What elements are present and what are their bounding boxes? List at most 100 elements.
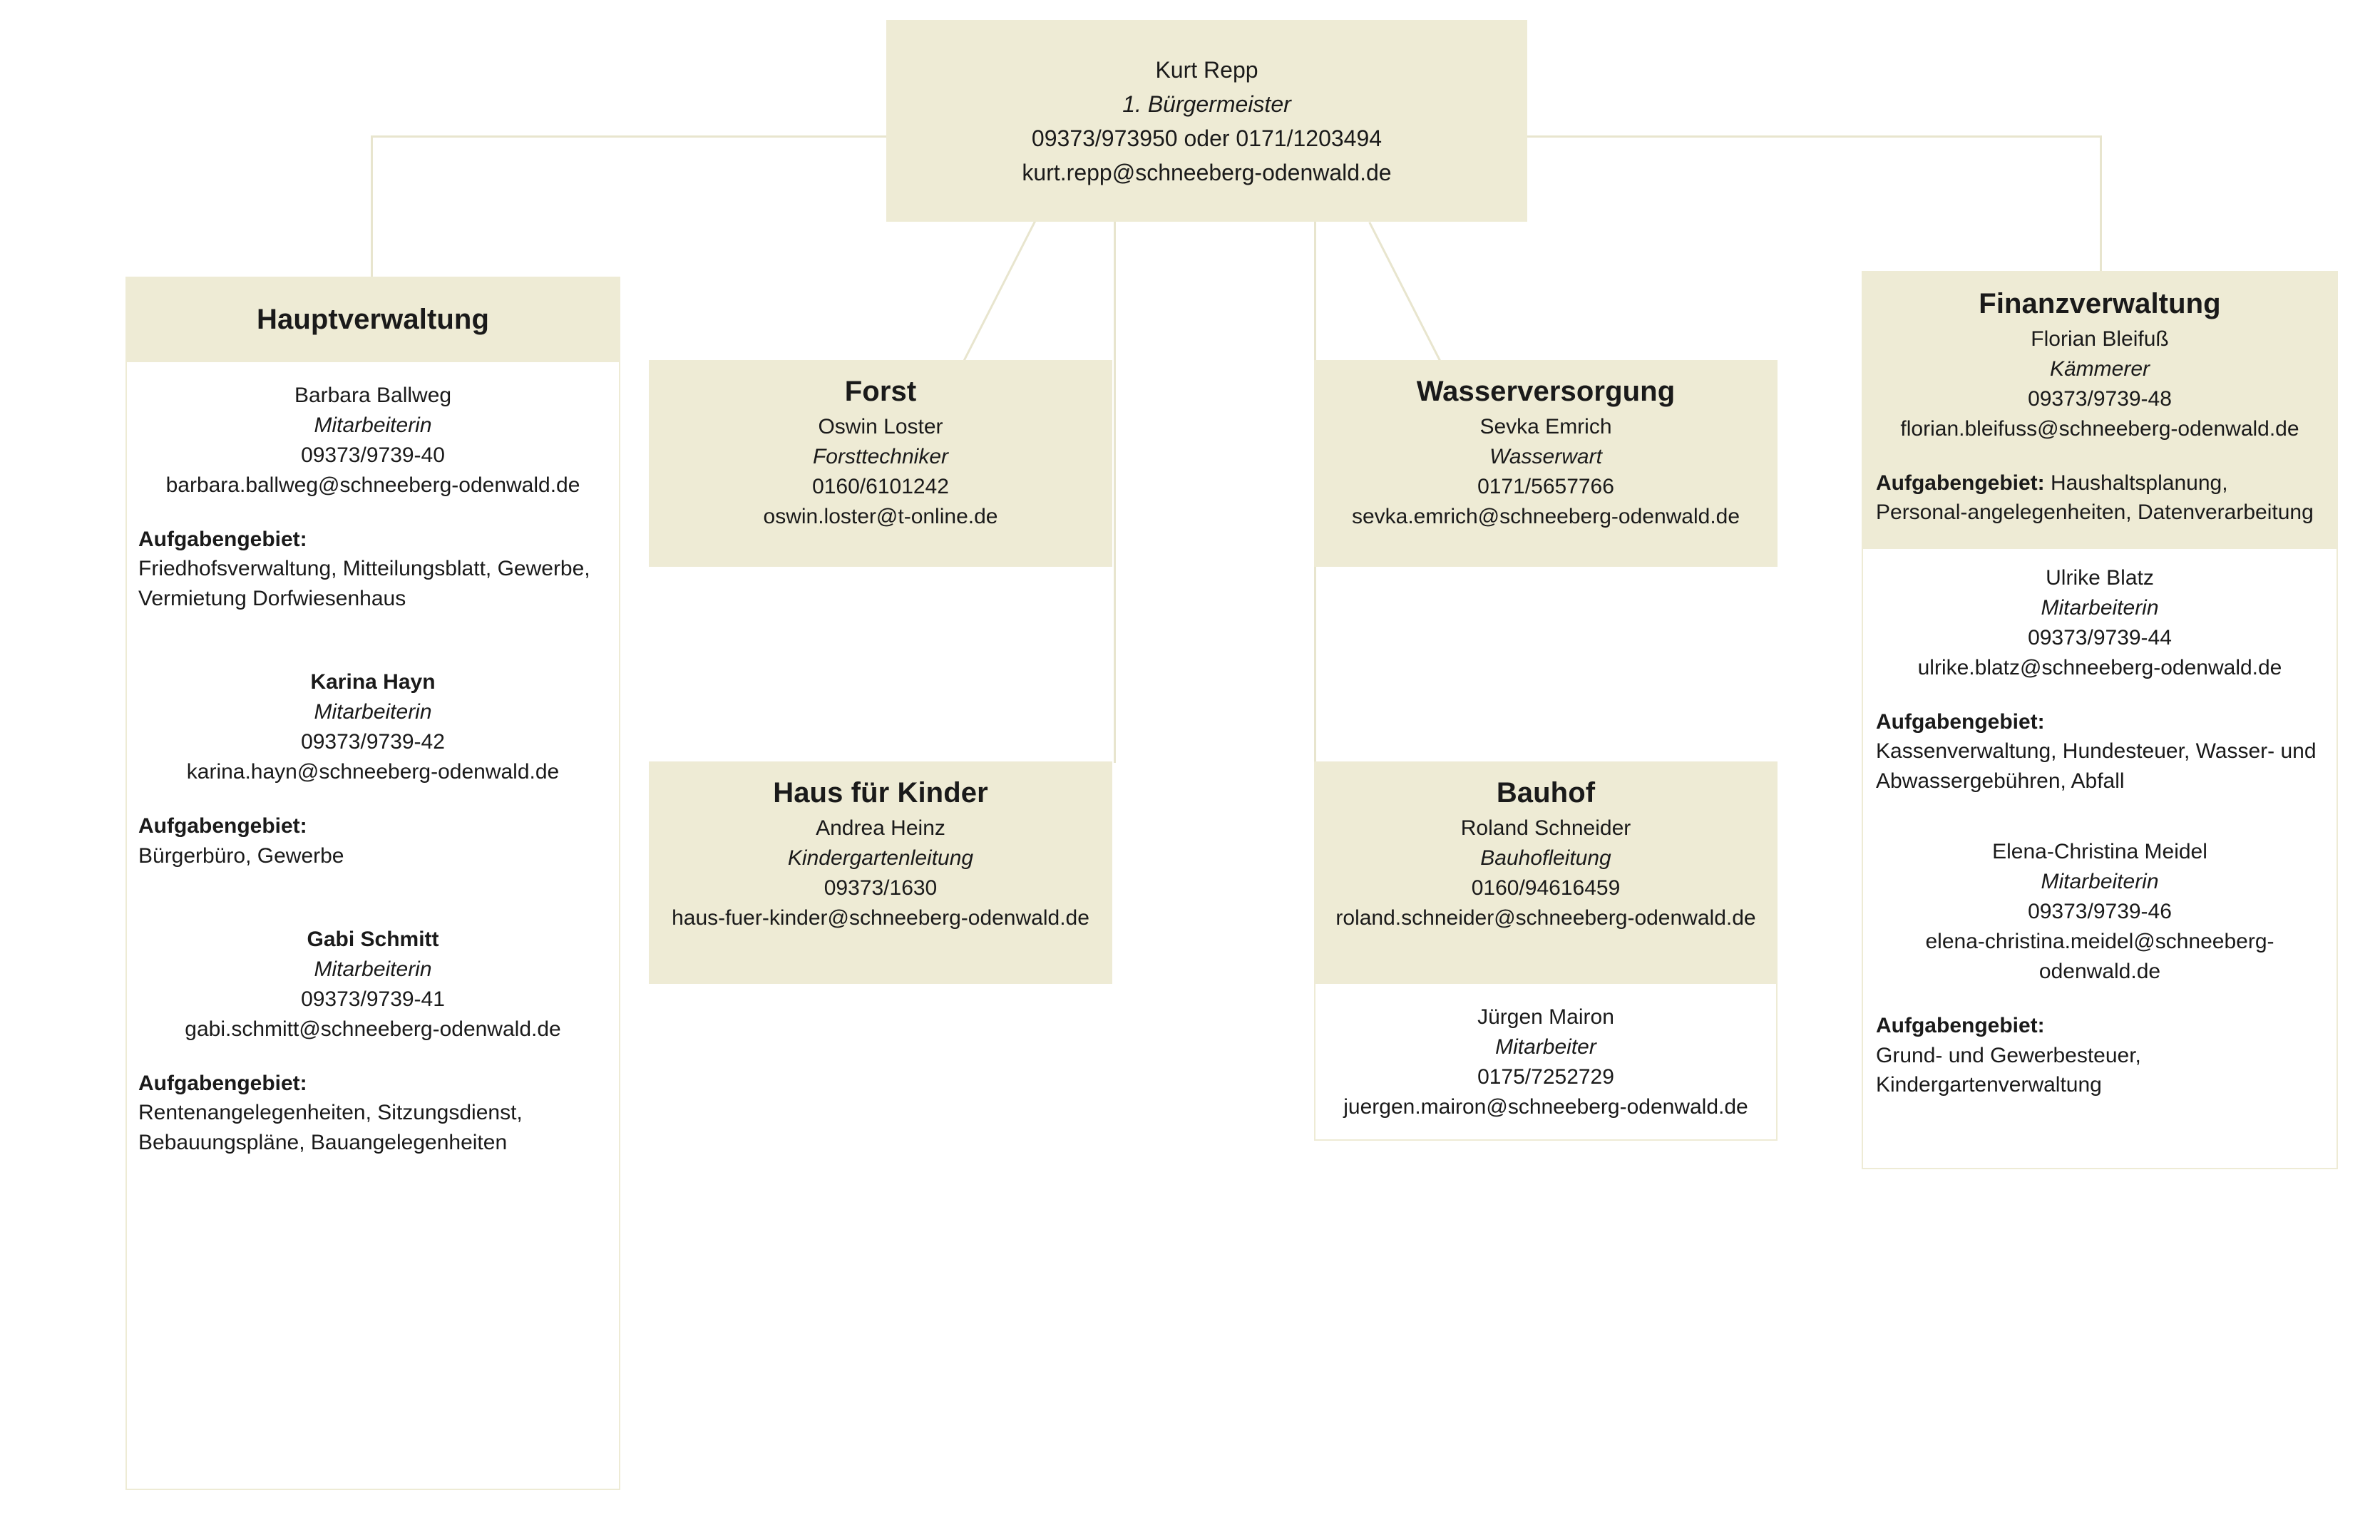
person-entry: Gabi Schmitt Mitarbeiterin 09373/9739-41… <box>138 925 607 1157</box>
mayor-name: Kurt Repp <box>1155 56 1258 83</box>
person-phone: 0160/94616459 <box>1471 876 1621 900</box>
person-role: Mitarbeiterin <box>2041 596 2159 620</box>
hauptverwaltung-content: Barbara Ballweg Mitarbeiterin 09373/9739… <box>125 362 620 1157</box>
connector-rail-left <box>371 135 888 138</box>
node-hauptverwaltung[interactable] <box>125 277 620 1490</box>
person-email: ulrike.blatz@schneeberg-odenwald.de <box>1917 656 2282 679</box>
connector-rail-right <box>1525 135 2102 138</box>
person-tasks: Aufgabengebiet: Bürgerbüro, Gewerbe <box>138 811 607 871</box>
node-forst[interactable]: Forst Oswin Loster Forsttechniker 0160/6… <box>649 360 1112 567</box>
person-name: Roland Schneider <box>1460 816 1631 840</box>
person-email: gabi.schmitt@schneeberg-odenwald.de <box>185 1017 561 1041</box>
person-name: Andrea Heinz <box>816 816 945 840</box>
person-entry: Ulrike Blatz Mitarbeiterin 09373/9739-44… <box>1876 563 2324 796</box>
person-role: Mitarbeiterin <box>314 957 432 981</box>
task-text: Bürgerbüro, Gewerbe <box>138 843 344 868</box>
person-email: sevka.emrich@schneeberg-odenwald.de <box>1351 505 1740 528</box>
person-tasks: Aufgabengebiet: Grund- und Gewerbesteuer… <box>1876 1011 2324 1099</box>
person-email: roland.schneider@schneeberg-odenwald.de <box>1335 906 1756 930</box>
mayor-role: 1. Bürgermeister <box>1122 91 1291 117</box>
person-entry: Jürgen Mairon Mitarbeiter 0175/7252729 j… <box>1325 1002 1766 1122</box>
wasserversorgung-title: Wasserversorgung <box>1416 376 1676 407</box>
person-name: Karina Hayn <box>310 670 436 694</box>
task-label: Aufgabengebiet: <box>1876 710 2045 734</box>
bauhof-title: Bauhof <box>1496 777 1596 808</box>
person-phone: 09373/9739-48 <box>2028 387 2172 411</box>
person-entry: Roland Schneider Bauhofleitung 0160/9461… <box>1323 813 1769 933</box>
person-role: Forsttechniker <box>812 445 949 468</box>
task-text: Rentenangelegenheiten, Sitzungsdienst, B… <box>138 1101 523 1154</box>
task-text: Haushaltsplanung, Personal-angelegenheit… <box>1876 471 2314 525</box>
person-entry: Elena-Christina Meidel Mitarbeiterin 093… <box>1876 837 2324 1099</box>
node-bauhof[interactable]: Bauhof Roland Schneider Bauhofleitung 01… <box>1314 761 1778 984</box>
person-name: Florian Bleifuß <box>2031 327 2169 351</box>
person-phone: 09373/9739-40 <box>301 443 445 467</box>
person-role: Bauhofleitung <box>1480 846 1611 870</box>
task-text: Kassenverwaltung, Hundesteuer, Wasser- u… <box>1876 739 2317 793</box>
person-name: Barbara Ballweg <box>294 384 452 407</box>
person-entry: Florian Bleifuß Kämmerer 09373/9739-48 f… <box>1876 324 2324 528</box>
mayor-email: kurt.repp@schneeberg-odenwald.de <box>1022 159 1392 185</box>
person-phone: 09373/1630 <box>824 876 938 900</box>
mayor-phone: 09373/973950 oder 0171/1203494 <box>1031 125 1383 151</box>
person-phone: 09373/9739-41 <box>301 987 445 1011</box>
person-email: florian.bleifuss@schneeberg-odenwald.de <box>1900 417 2299 441</box>
person-email: juergen.mairon@schneeberg-odenwald.de <box>1343 1095 1748 1119</box>
hauptverwaltung-title: Hauptverwaltung <box>257 303 489 335</box>
forst-title: Forst <box>844 376 917 407</box>
connector-haus-fuer-kinder <box>1114 221 1116 763</box>
person-role: Mitarbeiter <box>1495 1035 1596 1059</box>
person-phone: 0171/5657766 <box>1477 475 1614 498</box>
task-text: Friedhofsverwaltung, Mitteilungsblatt, G… <box>138 557 590 610</box>
task-label: Aufgabengebiet: <box>138 528 307 551</box>
person-phone: 09373/9739-44 <box>2028 626 2172 650</box>
connector-hauptverwaltung <box>371 135 373 278</box>
person-entry: Karina Hayn Mitarbeiterin 09373/9739-42 … <box>138 667 607 871</box>
person-entry: Barbara Ballweg Mitarbeiterin 09373/9739… <box>138 381 607 613</box>
node-bauhof-staff[interactable]: Jürgen Mairon Mitarbeiter 0175/7252729 j… <box>1314 982 1778 1141</box>
person-tasks: Aufgabengebiet: Friedhofsverwaltung, Mit… <box>138 525 607 613</box>
person-tasks: Aufgabengebiet: Rentenangelegenheiten, S… <box>138 1069 607 1157</box>
person-role: Mitarbeiterin <box>314 414 432 437</box>
task-label: Aufgabengebiet: <box>138 1071 307 1095</box>
person-email: haus-fuer-kinder@schneeberg-odenwald.de <box>672 906 1089 930</box>
connector-forst <box>963 220 1036 361</box>
node-mayor[interactable]: Kurt Repp 1. Bürgermeister 09373/973950 … <box>886 20 1527 222</box>
person-phone: 0160/6101242 <box>812 475 949 498</box>
person-name: Ulrike Blatz <box>2046 566 2154 590</box>
person-email: karina.hayn@schneeberg-odenwald.de <box>186 760 560 784</box>
haus-fuer-kinder-title: Haus für Kinder <box>773 777 988 808</box>
task-label: Aufgabengebiet: <box>1876 471 2045 495</box>
node-wasserversorgung[interactable]: Wasserversorgung Sevka Emrich Wasserwart… <box>1314 360 1778 567</box>
finanzverwaltung-title: Finanzverwaltung <box>1979 288 2221 319</box>
person-role: Wasserwart <box>1489 445 1602 468</box>
person-name: Sevka Emrich <box>1479 415 1612 438</box>
person-tasks: Aufgabengebiet: Kassenverwaltung, Hundes… <box>1876 707 2324 796</box>
person-phone: 0175/7252729 <box>1477 1065 1614 1089</box>
task-label: Aufgabengebiet: <box>1876 1014 2045 1038</box>
connector-finanzverwaltung <box>2100 135 2102 272</box>
person-role: Kindergartenleitung <box>787 846 974 870</box>
task-text: Grund- und Gewerbesteuer, Kindergartenve… <box>1876 1043 2141 1097</box>
person-role: Kämmerer <box>2049 357 2150 381</box>
person-email: oswin.loster@t-online.de <box>763 505 998 528</box>
person-entry: Sevka Emrich Wasserwart 0171/5657766 sev… <box>1325 412 1766 532</box>
hauptverwaltung-header: Hauptverwaltung <box>127 277 619 362</box>
person-phone: 09373/9739-42 <box>301 730 445 754</box>
person-name: Oswin Loster <box>818 415 943 438</box>
finanzverwaltung-content: Ulrike Blatz Mitarbeiterin 09373/9739-44… <box>1862 549 2338 1099</box>
person-name: Gabi Schmitt <box>307 927 439 951</box>
person-email: elena-christina.meidel@schneeberg-odenwa… <box>1925 930 2274 984</box>
person-name: Jürgen Mairon <box>1477 1005 1614 1029</box>
connector-wasserversorgung <box>1368 222 1442 362</box>
finanzverwaltung-header: Finanzverwaltung Florian Bleifuß Kämmere… <box>1862 271 2338 549</box>
person-entry: Oswin Loster Forsttechniker 0160/6101242… <box>660 412 1101 532</box>
person-role: Mitarbeiterin <box>2041 870 2159 894</box>
node-haus-fuer-kinder[interactable]: Haus für Kinder Andrea Heinz Kindergarte… <box>649 761 1112 984</box>
person-entry: Andrea Heinz Kindergartenleitung 09373/1… <box>657 813 1104 933</box>
person-email: barbara.ballweg@schneeberg-odenwald.de <box>165 473 580 497</box>
person-phone: 09373/9739-46 <box>2028 900 2172 924</box>
person-tasks: Aufgabengebiet: Haushaltsplanung, Person… <box>1876 468 2324 528</box>
person-role: Mitarbeiterin <box>314 700 432 724</box>
